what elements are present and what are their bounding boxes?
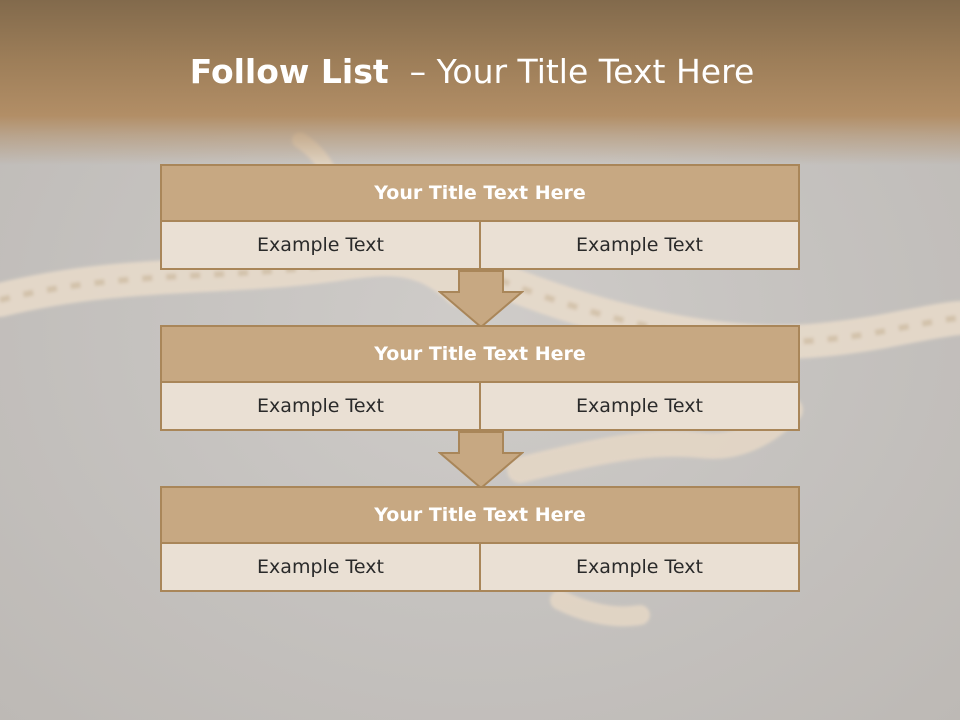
block-cell-right: Example Text — [479, 544, 798, 590]
block-cell-left: Example Text — [162, 544, 479, 590]
block-title: Your Title Text Here — [162, 327, 798, 383]
title-band — [0, 0, 960, 165]
block-row: Example Text Example Text — [162, 222, 798, 268]
list-block-1: Your Title Text Here Example Text Exampl… — [160, 164, 800, 270]
slide-title-bold: Follow List — [189, 52, 389, 91]
down-arrow-icon — [438, 431, 524, 489]
block-cell-right: Example Text — [479, 383, 798, 429]
slide-title: Follow List – Your Title Text Here — [0, 52, 944, 91]
block-cell-left: Example Text — [162, 383, 479, 429]
list-block-3: Your Title Text Here Example Text Exampl… — [160, 486, 800, 592]
block-cell-right: Example Text — [479, 222, 798, 268]
down-arrow-icon — [438, 270, 524, 328]
slide-title-rest: – Your Title Text Here — [388, 52, 755, 91]
list-block-2: Your Title Text Here Example Text Exampl… — [160, 325, 800, 431]
block-title: Your Title Text Here — [162, 166, 798, 222]
block-row: Example Text Example Text — [162, 383, 798, 429]
block-title: Your Title Text Here — [162, 488, 798, 544]
block-row: Example Text Example Text — [162, 544, 798, 590]
block-cell-left: Example Text — [162, 222, 479, 268]
